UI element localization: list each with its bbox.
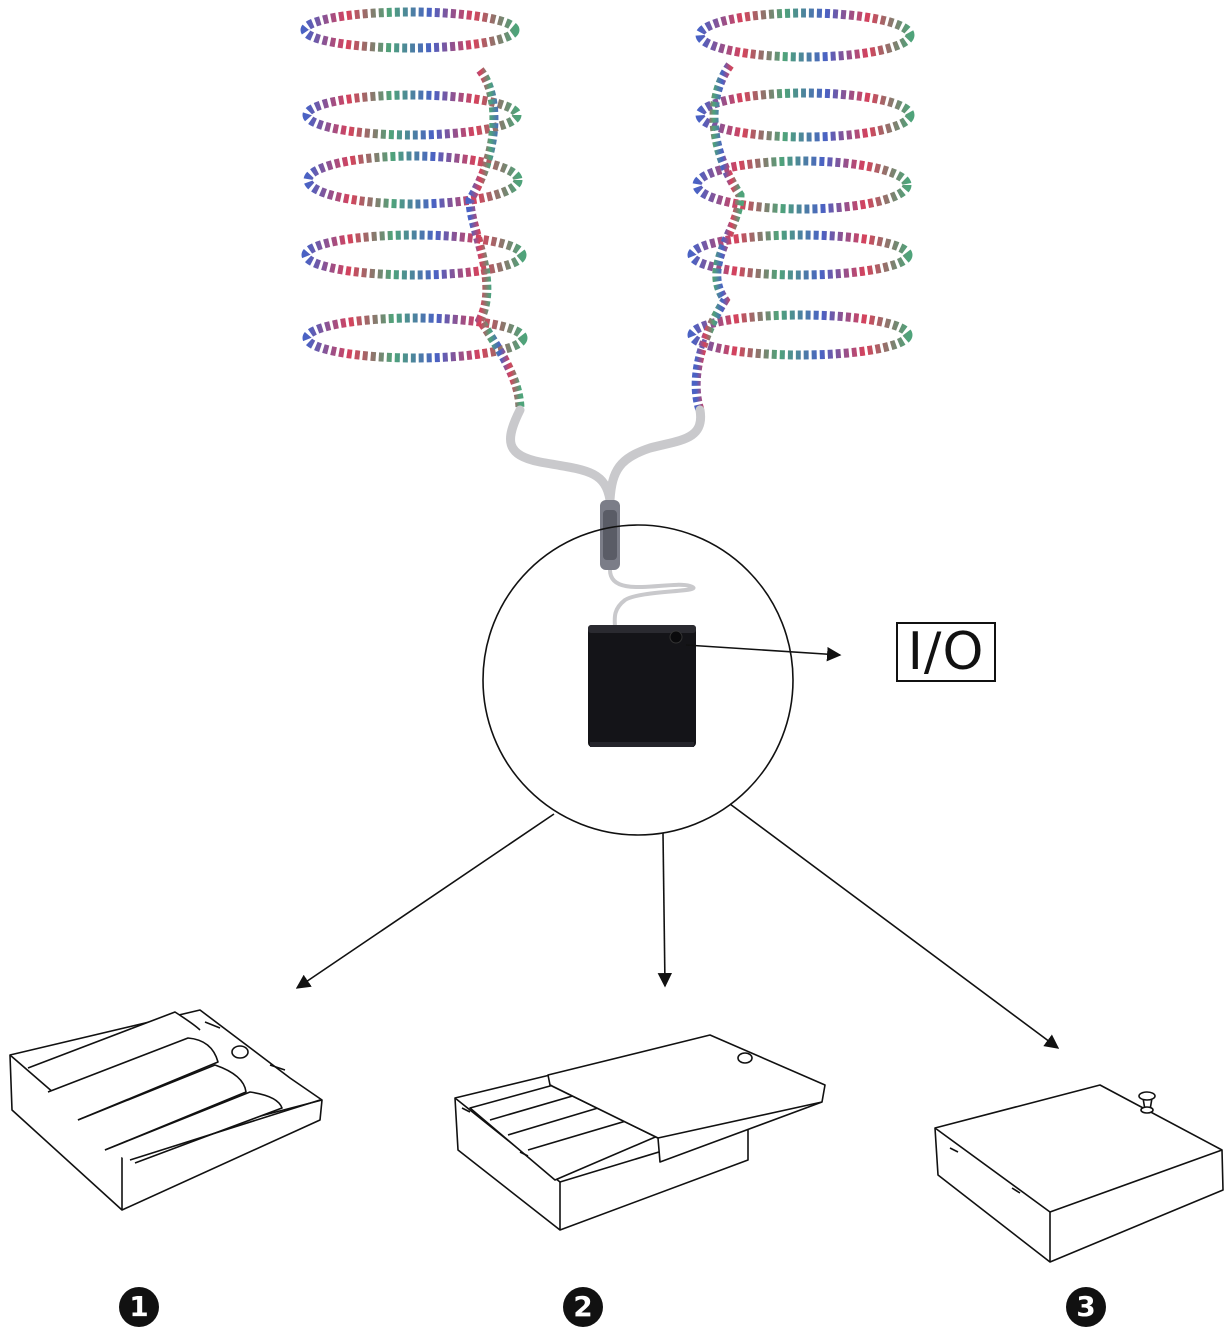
battery-box-icon <box>588 625 696 747</box>
power-switch-icon[interactable] <box>669 630 683 644</box>
arrow-to-step-1 <box>295 813 555 989</box>
step-number-1: 1 <box>119 1287 159 1327</box>
detail-circle <box>482 524 794 836</box>
arrow-to-step-2 <box>657 832 673 988</box>
power-switch-label: I/O <box>896 622 996 682</box>
arrow-to-step-3 <box>729 803 1060 1049</box>
connector-icon <box>600 500 620 570</box>
step-number-3: 3 <box>1066 1287 1106 1327</box>
switch-arrow <box>685 644 842 662</box>
step-number-2: 2 <box>563 1287 603 1327</box>
strip-cable <box>506 405 706 505</box>
battery-cable <box>608 569 696 629</box>
battery-box-lid-sliding-icon <box>454 1034 826 1231</box>
led-strip-right-icon <box>687 8 915 412</box>
led-strip-left-icon <box>300 7 528 411</box>
battery-box-closed-icon <box>934 1084 1224 1263</box>
battery-box-open-icon <box>9 1009 323 1211</box>
